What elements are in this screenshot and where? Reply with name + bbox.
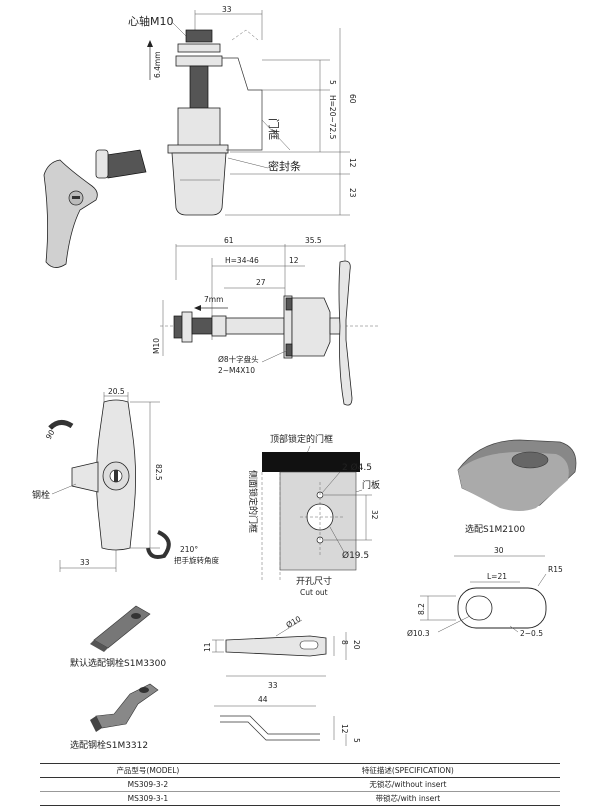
dim-33-front: 33 (80, 558, 90, 567)
dim-r15: R15 (548, 565, 563, 574)
dim-h-34-46: H=34-46 (225, 256, 259, 265)
side-frame-label: 侧面锁定的门框 (247, 470, 259, 533)
model-cell: MS309-3-1 (40, 791, 256, 806)
cutout-title-en: Cut out (300, 588, 328, 597)
dim-l-21: L=21 (487, 572, 507, 581)
header-model: 产品型号(MODEL) (40, 763, 256, 778)
dim-20-bolt: 20 (352, 640, 361, 650)
seal-strip-label: 密封条 (268, 159, 301, 173)
dim-6-4mm: 6.4mm (153, 51, 162, 78)
hole-label: 2 Ø4.5 (342, 462, 372, 473)
dim-8-bolt: 8 (340, 640, 349, 645)
dim-10-bolt: Ø10 (285, 614, 303, 630)
dim-32: 32 (370, 510, 379, 520)
dim-82-5: 82.5 (154, 464, 163, 481)
table-row: MS309-3-1 带锁芯/with insert (40, 791, 560, 806)
dim-5: 5 (328, 80, 337, 85)
dim-h-range: H=20~72.5 (328, 95, 337, 140)
dim-12-bolt2: 12 (340, 724, 349, 734)
cam-s1m2100-caption: 选配S1M2100 (465, 523, 525, 535)
bolt-s1m3300-caption: 默认选配钢栓S1M3300 (70, 657, 166, 669)
handle-render-small (43, 149, 147, 268)
header-spec: 特征描述(SPECIFICATION) (255, 763, 560, 778)
core-axis-label: 心轴M10 (128, 14, 174, 28)
screw-label: Ø8十字盘头 (218, 354, 259, 364)
bolt-label: 钢栓 (32, 489, 50, 501)
dim-12: 12 (348, 158, 357, 168)
dim-30-cam: 30 (494, 546, 504, 555)
dim-m10: M10 (152, 338, 161, 354)
cam-s1m2100: 选配S1M2100 30 L=21 R15 8.2 Ø10.3 2−0.5 (407, 439, 577, 638)
dim-10-3: Ø10.3 (407, 629, 430, 638)
dim-23: 23 (348, 188, 357, 198)
model-cell: MS309-3-2 (40, 777, 256, 792)
top-section-view: 心轴M10 33 6.4mm 5 H=20~72.5 60 (128, 5, 357, 216)
dim-5-bolt2: 5 (352, 738, 361, 743)
dim-20-5: 20.5 (108, 387, 125, 396)
screw-label-2: 2~M4X10 (218, 366, 255, 375)
door-frame-label: 门框 (267, 118, 281, 140)
dim-27: 27 (256, 278, 266, 287)
bolt-s1m3312: 选配钢栓S1M3312 44 12 5 (70, 683, 361, 751)
front-view: 20.5 钢栓 90° 210° 把手旋转角度 82.5 33 (32, 387, 219, 572)
spec-table-header: 产品型号(MODEL) 特征描述(SPECIFICATION) (40, 763, 560, 778)
cutout-diagram: 顶部锁定的门框 侧面锁定的门框 2 Ø4.5 门板 32 Ø19.5 开孔尺寸 … (247, 433, 380, 597)
bolt-s1m3300: 默认选配钢栓S1M3300 Ø10 11 8 20 33 (70, 605, 361, 690)
dim-8-2: 8.2 (417, 603, 426, 615)
angle-210: 210° (180, 545, 198, 554)
bolt-s1m3312-caption: 选配钢栓S1M3312 (70, 739, 148, 751)
dim-35-5: 35.5 (305, 236, 322, 245)
spec-cell: 无锁芯/without insert (255, 777, 560, 792)
door-plate-label: 门板 (362, 479, 380, 491)
dim-33-top: 33 (222, 5, 232, 14)
spec-cell: 带锁芯/with insert (255, 791, 560, 806)
table-row: MS309-3-2 无锁芯/without insert (40, 777, 560, 792)
dim-7mm: 7mm (204, 295, 223, 304)
angle-90: 90° (44, 425, 59, 441)
dim-33-bolt: 33 (268, 681, 278, 690)
dim-12-side: 12 (289, 256, 299, 265)
dim-44: 44 (258, 695, 268, 704)
side-view: 61 35.5 H=34-46 12 27 7mm M10 Ø8十字盘头 2~M… (152, 236, 380, 406)
dim-19-5: Ø19.5 (342, 550, 369, 561)
dim-60: 60 (348, 94, 357, 104)
rotation-angle-label: 把手旋转角度 (174, 555, 219, 565)
dim-11: 11 (203, 642, 212, 652)
top-frame-label: 顶部锁定的门框 (270, 433, 333, 445)
dim-2-0-5: 2−0.5 (520, 629, 543, 638)
dim-61: 61 (224, 236, 234, 245)
cutout-title-cn: 开孔尺寸 (296, 575, 332, 587)
